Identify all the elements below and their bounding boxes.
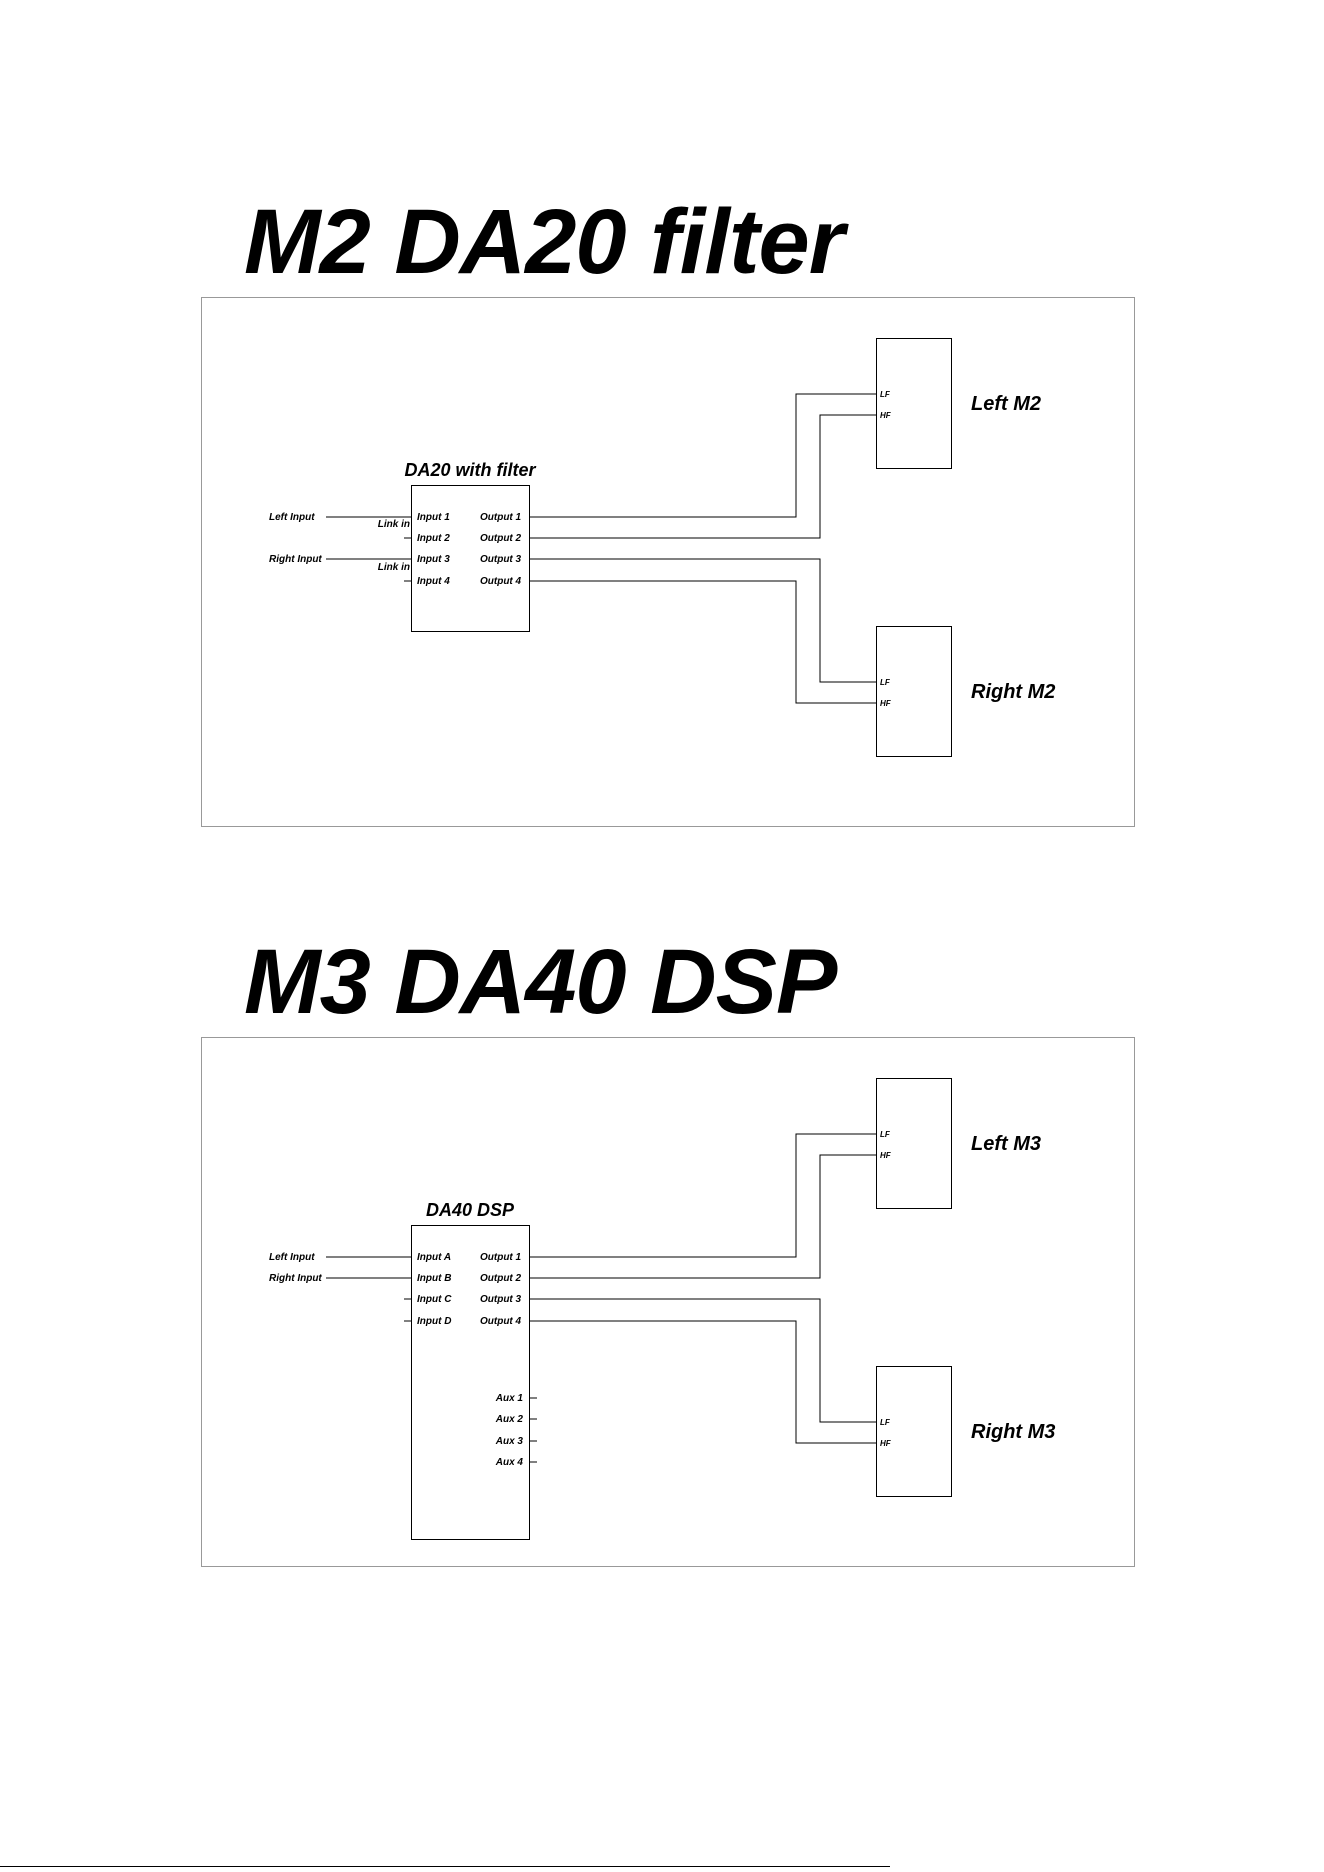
speaker-terminal-label: HF (880, 411, 892, 420)
section-title-m2: M2 DA20 filter (244, 191, 844, 293)
amp-output-label: Output 2 (480, 533, 522, 544)
amp-input-label: Input 1 (417, 512, 450, 523)
speaker-terminal-label: LF (880, 1418, 891, 1427)
speaker-terminal-label: LF (880, 390, 891, 399)
speaker-label: Left M2 (971, 393, 1041, 415)
aux-label: Aux 2 (495, 1414, 524, 1425)
amp-input-label: Input 3 (417, 554, 450, 565)
speaker-label: Right M3 (971, 1421, 1055, 1443)
amp-input-label: Input C (417, 1294, 452, 1305)
footer-rule (0, 1866, 890, 1867)
source-input-label: Right Input (269, 1273, 322, 1284)
aux-label: Aux 4 (495, 1457, 524, 1468)
link-in-label: Link in (378, 562, 410, 573)
diagram-frame (201, 297, 1135, 827)
speaker-terminal-label: LF (880, 1130, 891, 1139)
output-wire (529, 1154, 876, 1279)
speaker-label: Left M3 (971, 1133, 1041, 1155)
speaker-terminal-label: LF (880, 678, 891, 687)
output-wire (529, 558, 876, 683)
speaker-terminal-label: HF (880, 699, 892, 708)
amp-output-label: Output 2 (480, 1273, 522, 1284)
amplifier-box (411, 1225, 530, 1540)
output-wire (529, 414, 876, 539)
speaker-label: Right M2 (971, 681, 1055, 703)
speaker-box (876, 1366, 952, 1497)
amp-output-label: Output 3 (480, 554, 522, 565)
source-input-label: Left Input (269, 1252, 315, 1263)
output-wire (529, 1298, 876, 1423)
section-title-m3: M3 DA40 DSP (244, 931, 837, 1033)
amp-output-label: Output 3 (480, 1294, 522, 1305)
amplifier-title: DA40 DSP (426, 1200, 515, 1220)
speaker-terminal-label: HF (880, 1151, 892, 1160)
speaker-box (876, 1078, 952, 1209)
aux-label: Aux 1 (495, 1393, 524, 1404)
amp-input-label: Input A (417, 1252, 451, 1263)
diagram-frame (201, 1037, 1135, 1567)
output-wire (529, 1320, 876, 1444)
speaker-box (876, 626, 952, 757)
link-in-label: Link in (378, 519, 410, 530)
amp-input-label: Input D (417, 1316, 451, 1327)
amp-output-label: Output 4 (480, 576, 522, 587)
amp-input-label: Input 4 (417, 576, 450, 587)
speaker-terminal-label: HF (880, 1439, 892, 1448)
diagram-canvas: DA40 DSP Input A Input B Input C Input D Outp… (201, 1037, 1135, 1567)
speaker-box (876, 338, 952, 469)
amplifier-box (411, 485, 530, 632)
wiring-diagram-m3: DA40 DSP Input A Input B Input C Input D Outp… (0, 1030, 1324, 1590)
source-input-label: Left Input (269, 512, 315, 523)
aux-label: Aux 3 (495, 1436, 524, 1447)
output-wire (529, 1133, 876, 1258)
output-wire (529, 393, 876, 518)
output-wire (529, 580, 876, 704)
amp-output-label: Output 1 (480, 512, 522, 523)
amp-output-label: Output 4 (480, 1316, 522, 1327)
source-input-label: Right Input (269, 554, 322, 565)
amplifier-title: DA20 with filter (404, 460, 536, 480)
amp-output-label: Output 1 (480, 1252, 522, 1263)
amp-input-label: Input 2 (417, 533, 450, 544)
amp-input-label: Input B (417, 1273, 451, 1284)
